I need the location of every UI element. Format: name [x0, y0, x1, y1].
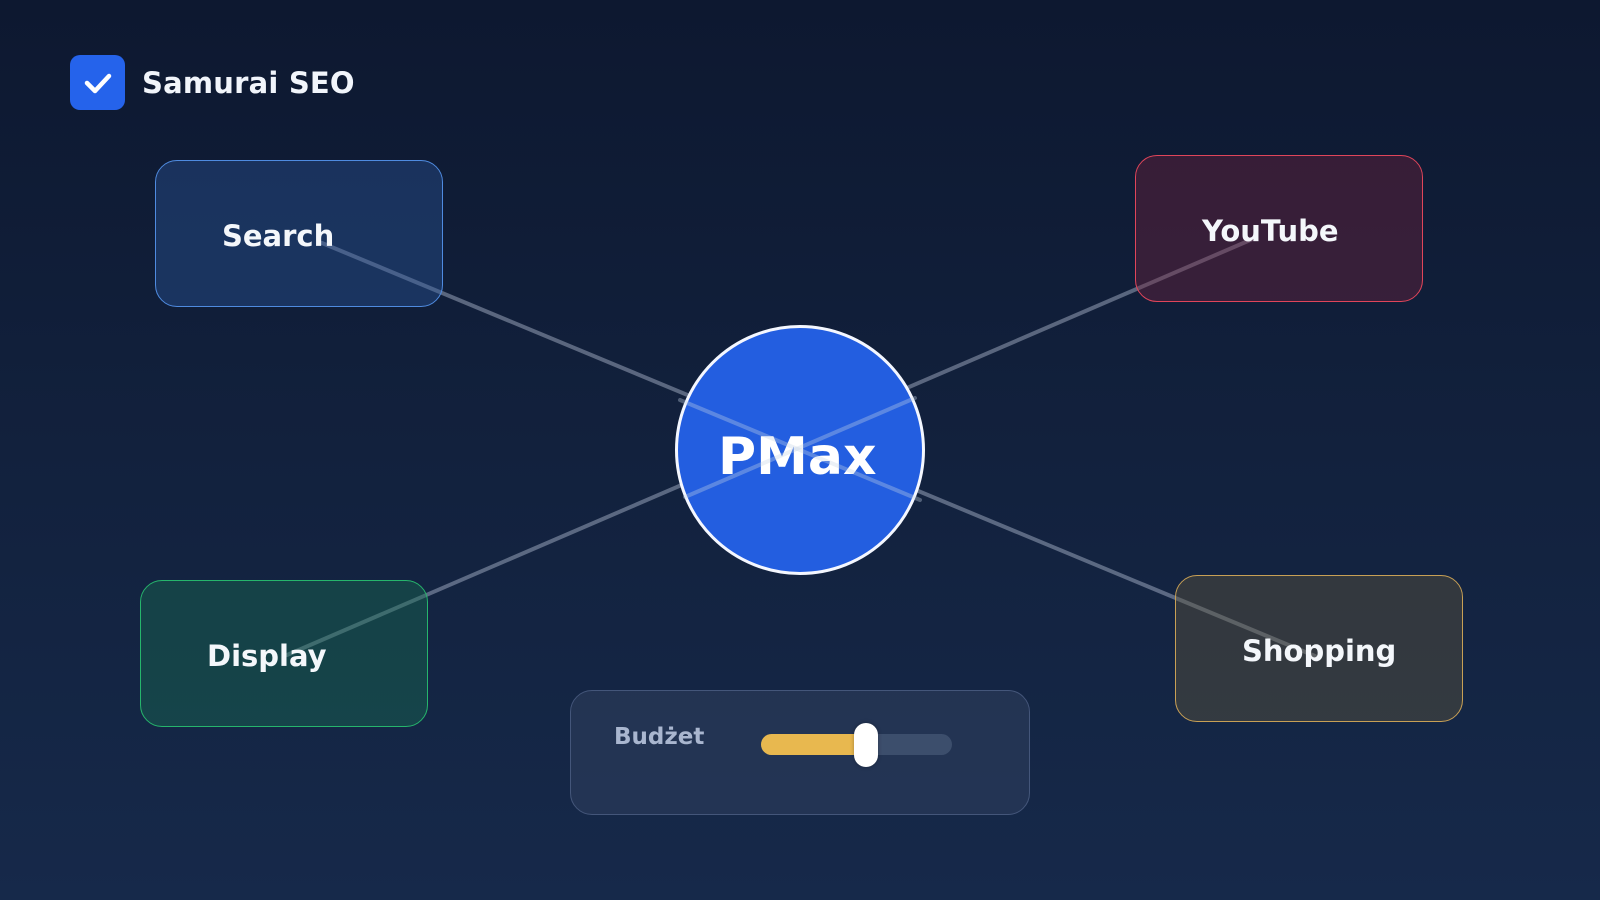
channel-label-display: Display [207, 639, 327, 673]
brand-name: Samurai SEO [142, 65, 355, 100]
pmax-hub[interactable]: PMax [675, 325, 925, 575]
budget-slider-fill [761, 734, 867, 755]
budget-panel: Budżet [570, 690, 1030, 815]
budget-slider[interactable] [761, 723, 952, 767]
channel-card-display[interactable]: Display [140, 580, 428, 727]
channel-card-search[interactable]: Search [155, 160, 443, 307]
channel-label-youtube: YouTube [1202, 214, 1339, 248]
channel-card-youtube[interactable]: YouTube [1135, 155, 1423, 302]
brand-logo: Samurai SEO [70, 55, 355, 110]
channel-label-search: Search [222, 219, 335, 253]
channel-card-shopping[interactable]: Shopping [1175, 575, 1463, 722]
budget-slider-thumb[interactable] [854, 723, 879, 767]
check-icon [70, 55, 125, 110]
budget-label: Budżet [614, 724, 705, 750]
hub-label: PMax [718, 427, 877, 487]
channel-label-shopping: Shopping [1242, 634, 1397, 668]
